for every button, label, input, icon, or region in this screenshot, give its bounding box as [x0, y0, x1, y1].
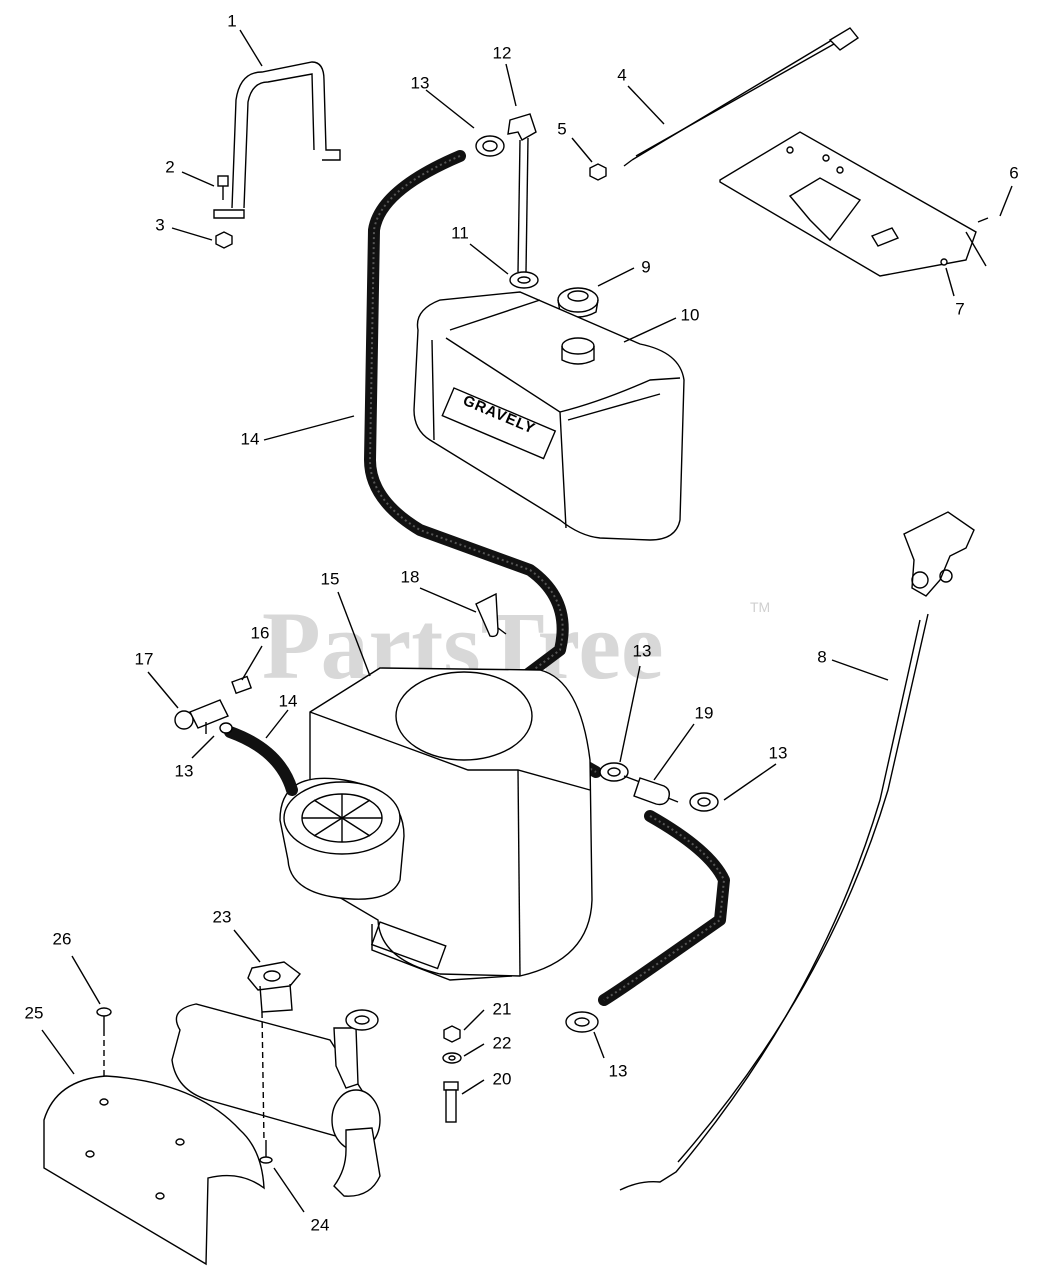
- callout-21: 21: [493, 999, 512, 1018]
- part-fitting-17: [174, 699, 229, 734]
- part-hose-clamp-bottom: [565, 1011, 599, 1033]
- part-bolt: [217, 175, 229, 200]
- brand-plate: [441, 387, 557, 460]
- part-choke-cable: [623, 27, 860, 167]
- callout-24: 24: [311, 1215, 330, 1234]
- part-hose-clamp-filter-out: [689, 792, 719, 812]
- callout-15: 15: [321, 569, 340, 588]
- callout-22: 22: [493, 1033, 512, 1052]
- part-bolt-20: [443, 1081, 459, 1123]
- callout-8: 8: [817, 647, 826, 666]
- callout-13-top: 13: [411, 73, 430, 92]
- part-screw-24: [259, 1140, 273, 1164]
- callout-11: 11: [451, 223, 469, 242]
- callout-13-left: 13: [175, 761, 194, 780]
- callout-labels: 1 2 3 4 5 6 7 8 9 10 11 12 13 14 15 16 1…: [25, 11, 1019, 1234]
- callout-25: 25: [25, 1003, 44, 1022]
- part-hose-clamp-top: [475, 135, 505, 157]
- callout-14-upper: 14: [241, 429, 260, 448]
- callout-19: 19: [695, 703, 714, 722]
- callout-26: 26: [53, 929, 72, 948]
- part-engine: [309, 667, 593, 981]
- callout-14-lower: 14: [279, 691, 298, 710]
- part-heat-shield: [43, 1075, 265, 1266]
- callout-17: 17: [135, 649, 154, 668]
- callout-18: 18: [401, 567, 420, 586]
- callout-20: 20: [493, 1069, 512, 1088]
- part-hose-clamp-filter-in: [599, 762, 629, 782]
- part-grommet: [509, 271, 539, 289]
- part-washer-22: [442, 1052, 462, 1064]
- part-screw-26: [96, 1007, 112, 1096]
- part-fuel-hose-left: [224, 726, 298, 796]
- part-nut-5: [589, 163, 607, 181]
- callout-10: 10: [681, 305, 700, 324]
- callout-13-filter-out: 13: [769, 743, 788, 762]
- callout-13-filter-in: 13: [633, 641, 652, 660]
- callout-2: 2: [165, 157, 174, 176]
- callout-12: 12: [493, 43, 512, 62]
- tank-filler-neck: [561, 337, 595, 355]
- part-hose-clip: [475, 592, 507, 638]
- leader-lines: [41, 29, 1013, 1213]
- part-throttle-cable: [619, 511, 975, 1191]
- callout-6: 6: [1009, 163, 1018, 182]
- watermark-trademark: TM: [750, 599, 770, 615]
- part-fuel-tank: GRAVELY: [413, 291, 685, 541]
- part-screw-6: [977, 217, 989, 223]
- callout-5: 5: [557, 119, 566, 138]
- part-hose-clamp-left: [219, 722, 233, 734]
- part-fitting-16: [231, 675, 253, 695]
- part-elbow-fitting: [507, 113, 537, 273]
- callout-9: 9: [641, 257, 650, 276]
- part-bracket: [213, 61, 341, 219]
- callout-4: 4: [617, 65, 626, 84]
- part-nut: [215, 231, 233, 249]
- part-muffler: [171, 961, 381, 1197]
- part-fuel-filter: [623, 775, 679, 806]
- part-nut-21: [443, 1025, 461, 1043]
- callout-7: 7: [955, 299, 964, 318]
- callout-23: 23: [213, 907, 232, 926]
- part-fuel-hose-right: [598, 810, 730, 1006]
- callout-13-bottom: 13: [609, 1061, 628, 1080]
- part-air-cleaner: [279, 777, 405, 900]
- part-control-plate: [719, 131, 987, 277]
- callout-16: 16: [251, 623, 270, 642]
- callout-1: 1: [227, 11, 236, 30]
- part-screw-7: [940, 258, 948, 266]
- callout-3: 3: [155, 215, 164, 234]
